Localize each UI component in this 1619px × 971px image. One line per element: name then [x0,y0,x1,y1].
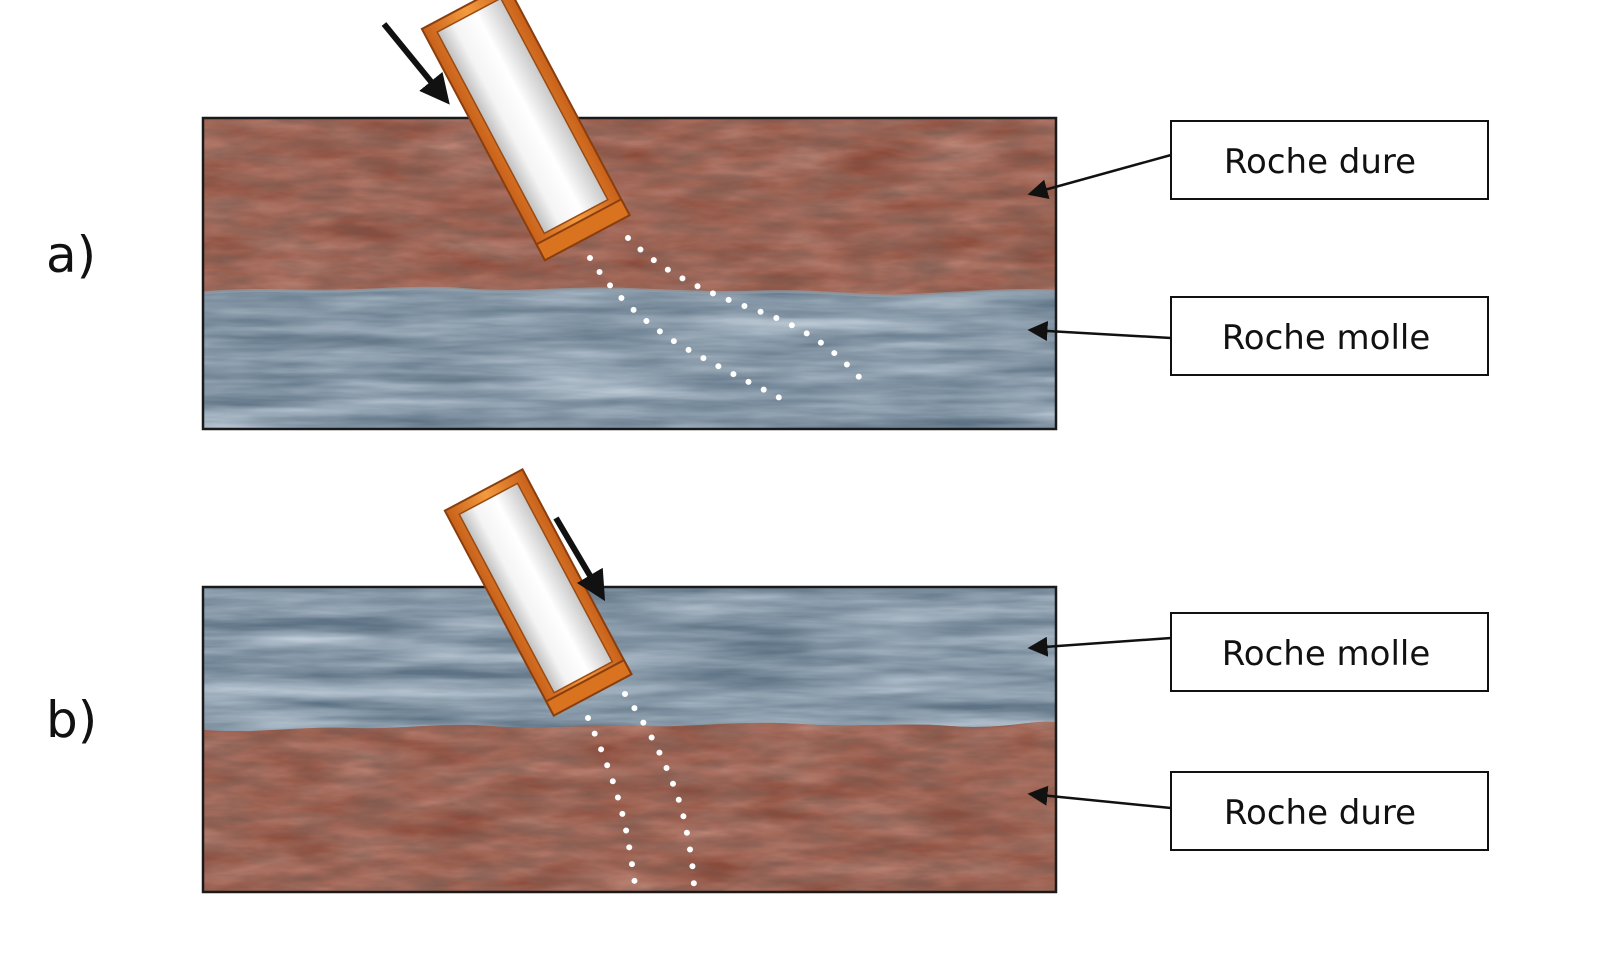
panel-b: b) [46,468,1489,894]
callout-b-top: Roche molle [1027,612,1489,692]
rock-block-a-frame [201,116,1058,431]
callout-a-top: Roche dure [1027,120,1489,200]
soft-rock-layer-a [203,286,1056,429]
panel-b-label: b) [46,691,97,749]
drill-trace-b-right [622,691,697,892]
label-b-top-layer: Roche molle [1222,634,1431,674]
label-a-bottom-layer: Roche molle [1222,318,1431,358]
rock-block-b-frame [201,585,1058,894]
drill-direction-arrow-a [381,22,450,105]
panel-a: a) [46,0,1489,431]
callout-a-bottom: Roche molle [1027,296,1489,376]
label-b-bottom-layer: Roche dure [1224,793,1416,833]
rock-block-b [203,587,1056,892]
label-a-top-layer: Roche dure [1224,142,1416,182]
drill-core-a [420,0,632,262]
hard-rock-layer-a [203,118,1056,429]
drill-trace-a-left [587,255,783,401]
drill-direction-arrow-b [553,516,606,602]
hard-rock-layer-b [203,721,1056,892]
rock-block-a [203,118,1056,429]
callout-b-bottom: Roche dure [1027,771,1489,851]
panel-a-label: a) [46,226,96,284]
